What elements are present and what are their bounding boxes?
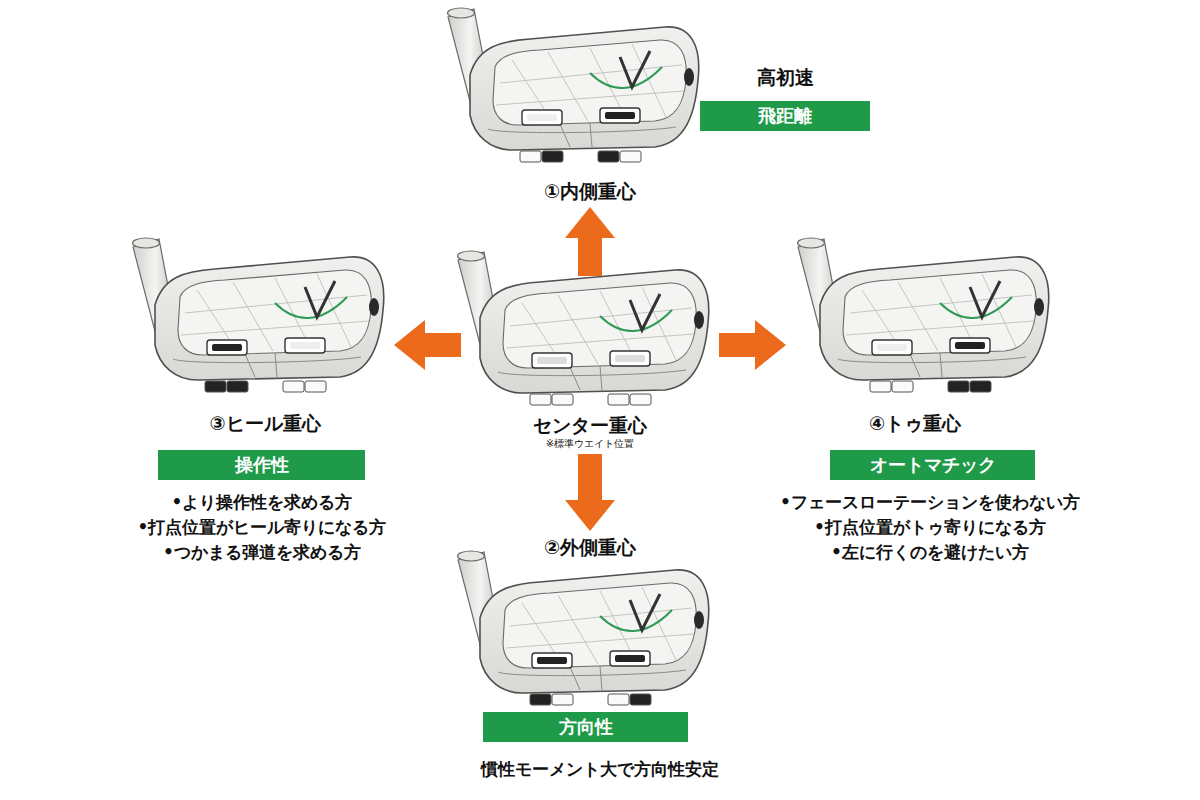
iron-head-node: ③ヒール重心 (140, 235, 390, 435)
bullet-item: •打点位置がトゥ寄りになる方 (670, 515, 1190, 539)
category-band: 高初速飛距離 (700, 64, 870, 131)
note-text: ※標準ウエイト位置 (465, 437, 715, 450)
caption: ④トゥ重心 (790, 411, 1040, 435)
position-caption: ③ヒール重心 (140, 411, 390, 435)
caption: ②外側重心 (465, 535, 715, 559)
band-label: オートマチック (830, 450, 1035, 480)
bullet-item: •左に行くのを避けたい方 (670, 540, 1190, 564)
caption: ③ヒール重心 (140, 411, 390, 435)
caption: ①内側重心 (465, 179, 715, 203)
weights (530, 394, 651, 405)
iron-head-body (458, 551, 709, 693)
block-arrow (565, 454, 615, 531)
block-arrow (565, 207, 615, 276)
band-label: 操作性 (158, 450, 365, 480)
iron-head (450, 548, 710, 723)
iron-head-node: センター重心※標準ウエイト位置 (465, 280, 715, 450)
weights (530, 694, 651, 705)
band-label: 飛距離 (700, 101, 870, 131)
bullet-item: •つかまる弾道を求める方 (2, 540, 522, 564)
band-label: 方向性 (483, 712, 688, 742)
iron-head-node: ④トゥ重心 (790, 235, 1040, 435)
category-band: オートマチック (830, 450, 1035, 480)
note-text: 慣性モーメント大で方向性安定 (340, 757, 860, 781)
iron-head (790, 235, 1050, 410)
iron-head-body (798, 238, 1049, 380)
iron-head (440, 5, 700, 180)
caption: センター重心※標準ウエイト位置 (465, 413, 715, 450)
weights (870, 381, 991, 392)
block-arrow (394, 320, 461, 370)
category-band: 方向性 (483, 712, 688, 742)
weights (520, 151, 641, 162)
bullet-item: •打点位置がヒール寄りになる方 (2, 515, 522, 539)
position-caption: センター重心 (465, 413, 715, 437)
iron-head-body (133, 238, 384, 380)
category-band: 操作性 (158, 450, 365, 480)
iron-head-node: ②外側重心 (465, 535, 715, 705)
bullet-item: •より操作性を求める方 (2, 490, 522, 514)
position-caption: ①内側重心 (465, 179, 715, 203)
iron-head-body (448, 8, 699, 150)
bullet-item: •フェースローテーションを使わない方 (670, 490, 1190, 514)
iron-head-node: ①内側重心 (465, 8, 715, 203)
iron-head (125, 235, 385, 410)
position-caption: ④トゥ重心 (790, 411, 1040, 435)
weights (205, 381, 326, 392)
block-arrow (719, 320, 786, 370)
band-heading: 高初速 (700, 64, 870, 90)
position-caption: ②外側重心 (465, 535, 715, 559)
